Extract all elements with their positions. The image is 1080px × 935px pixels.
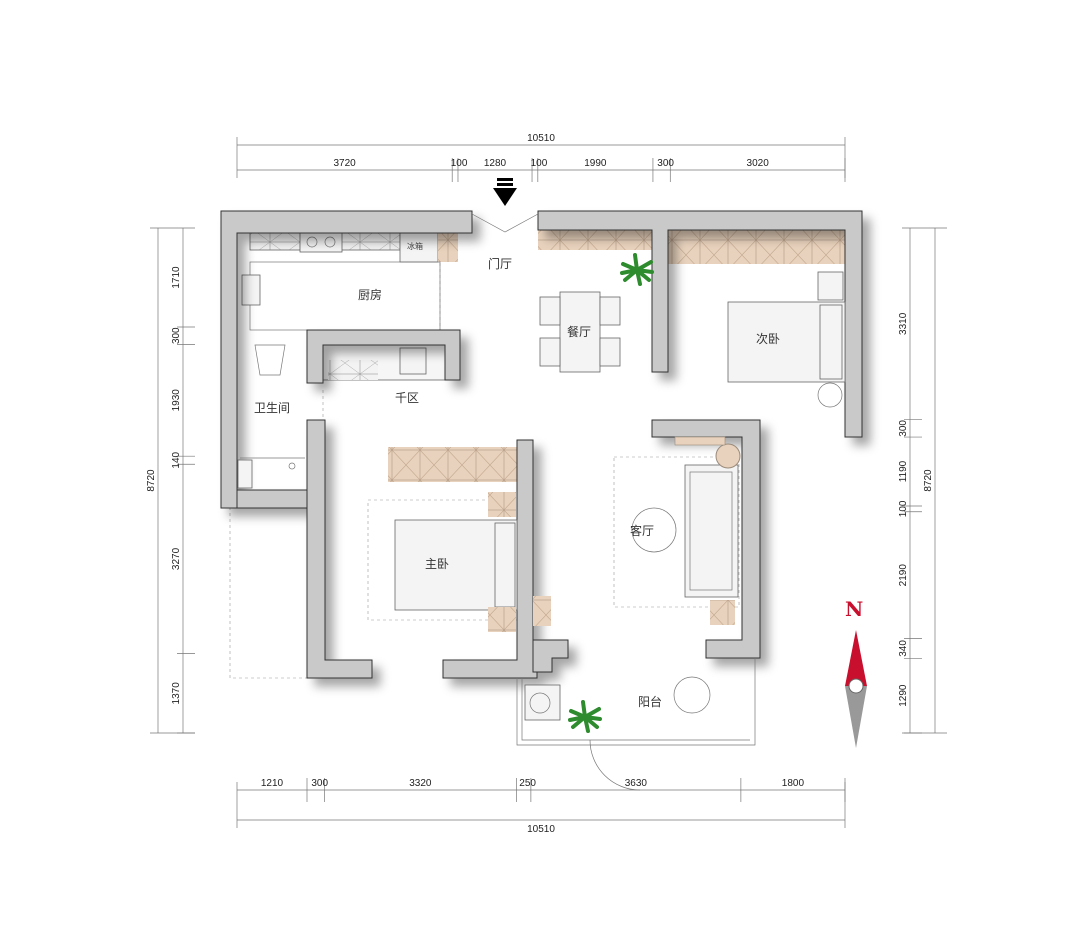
dimension-segment-label: 140 [171, 451, 182, 468]
living-furniture [631, 436, 741, 625]
dimension-segment-label: 1710 [171, 266, 182, 289]
dimension-lines: 10510 3720 100 1280 100 1990 300 3020 10510 1210 3… [146, 133, 947, 835]
room-label-balcony: 阳台 [638, 694, 662, 709]
bedroom2-bed [727, 271, 846, 408]
master-bed [394, 492, 551, 632]
dimension-segment-label: 2190 [898, 564, 909, 587]
dimension-segment-label: 1290 [898, 684, 909, 707]
dimension-segment-label: 300 [898, 420, 909, 437]
north-compass: N [845, 597, 867, 748]
dimension-segment-label: 300 [657, 158, 674, 169]
dimension-segment-label: 3720 [333, 158, 356, 169]
dimension-segment-label: 3020 [747, 158, 770, 169]
dimension-segment-label: 1370 [171, 682, 182, 705]
dimension-segment-label: 300 [311, 778, 328, 789]
dimension-segment-label: 100 [531, 158, 548, 169]
room-label-dining: 餐厅 [567, 324, 591, 339]
room-label-bathroom: 卫生间 [254, 401, 290, 415]
room-label-second-bedroom: 次卧 [756, 332, 780, 346]
dimension-segment-label: 340 [898, 640, 909, 657]
dimension-segment-label: 1280 [484, 158, 507, 169]
dimension-segment-label: 300 [171, 327, 182, 344]
dimension-segment-label: 1990 [584, 158, 607, 169]
room-label-dry-area: 千区 [395, 391, 419, 405]
dimension-segment-label: 100 [898, 500, 909, 517]
room-label-living-room: 客厅 [630, 523, 654, 538]
dining-table [539, 291, 621, 373]
dimension-segment-label: 1190 [898, 460, 909, 482]
entrance-arrow-icon [493, 178, 517, 206]
dimension-total-label: 8720 [146, 469, 157, 492]
entry-door [471, 213, 539, 233]
room-label-entry: 门厅 [488, 256, 512, 271]
plant-icon [568, 700, 602, 733]
entry-cabinet [538, 230, 652, 250]
dimension-segment-label: 100 [451, 158, 468, 169]
balcony-outline [516, 658, 756, 791]
dimension-segment-label: 1210 [261, 778, 284, 789]
dimension-segment-label: 3320 [409, 778, 432, 789]
room-label-master-bedroom: 主卧 [425, 557, 449, 571]
fridge-label: 冰箱 [407, 241, 423, 251]
dimension-total-label: 10510 [527, 824, 555, 835]
bathroom-fixtures [237, 344, 305, 489]
dimension-segment-label: 1930 [171, 389, 182, 412]
bedroom2-wardrobe [668, 230, 845, 264]
dimension-segment-label: 250 [519, 778, 536, 789]
dimension-segment-label: 3630 [625, 778, 648, 789]
master-wardrobe [388, 447, 517, 482]
dimension-segment-label: 3310 [898, 312, 909, 335]
kitchen-counter-bottom [322, 344, 446, 381]
walls [220, 210, 863, 679]
plant-icon [620, 253, 654, 286]
dimension-total-label: 10510 [527, 133, 555, 144]
dimension-segment-label: 1800 [782, 778, 805, 789]
room-label-kitchen: 厨房 [358, 287, 382, 302]
dimension-segment-label: 3270 [171, 547, 182, 570]
kitchen-counter-top: 冰箱 [241, 231, 458, 331]
north-label: N [845, 597, 863, 621]
dimension-total-label: 8720 [923, 469, 934, 492]
